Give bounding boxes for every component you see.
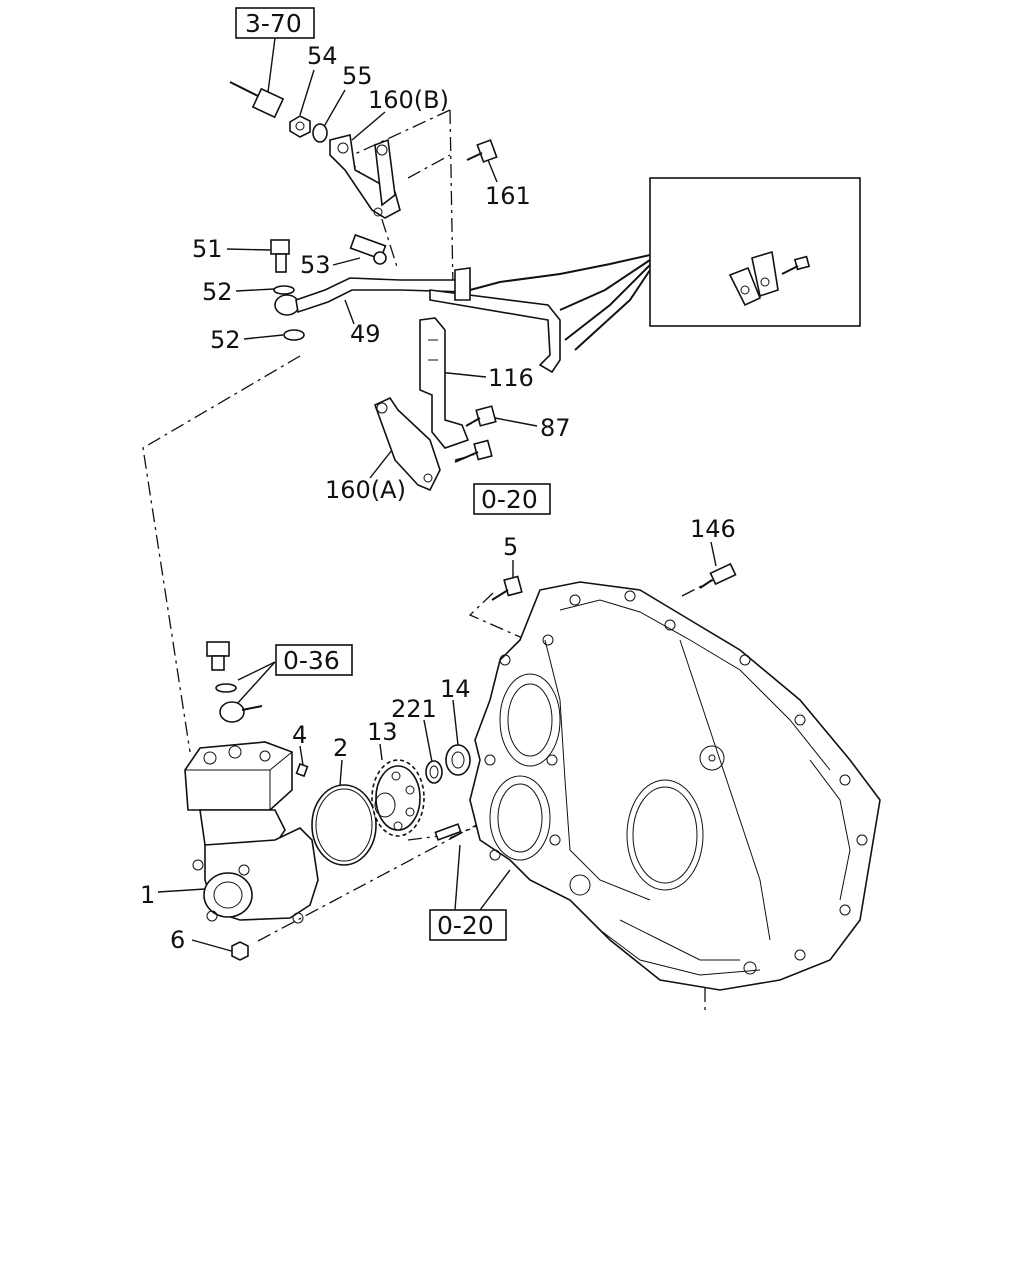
part-label-221: 221 <box>391 695 437 723</box>
bolt-161 <box>466 139 498 163</box>
part-label-52-upper: 52 <box>202 278 233 306</box>
part-label-49: 49 <box>350 320 381 348</box>
washer-55 <box>312 123 328 143</box>
part-label-14: 14 <box>440 675 471 703</box>
part-label-5: 5 <box>503 533 518 561</box>
nut-54 <box>289 115 311 138</box>
part-label-55: 55 <box>342 62 373 90</box>
air-compressor-1 <box>184 741 319 924</box>
nut-6 <box>231 941 249 961</box>
part-label-1: 1 <box>140 881 155 909</box>
washer-221 <box>425 760 443 784</box>
o-ring-2 <box>311 784 377 866</box>
flywheel-housing <box>469 581 881 991</box>
bolt-5 <box>491 575 523 601</box>
part-label-146: 146 <box>690 515 736 543</box>
part-label-116: 116 <box>488 364 534 392</box>
detail-inset <box>649 177 861 327</box>
ref-box-3-70[interactable]: 3-70 <box>235 7 315 39</box>
part-label-6: 6 <box>170 926 185 954</box>
banjo-fitting-0-36 <box>206 641 263 723</box>
bracket-160a <box>373 396 441 492</box>
part-label-54: 54 <box>307 42 338 70</box>
bearing-14 <box>445 744 471 776</box>
washer-52-lower <box>283 329 305 341</box>
part-label-87: 87 <box>540 414 571 442</box>
ref-label: 0-20 <box>481 485 538 514</box>
part-label-13: 13 <box>367 718 398 746</box>
ref-label: 0-36 <box>283 646 340 675</box>
part-label-51: 51 <box>192 235 223 263</box>
part-label-161: 161 <box>485 182 531 210</box>
sensor-146 <box>699 562 737 589</box>
ref-box-0-20-upper[interactable]: 0-20 <box>473 483 551 515</box>
ref-box-0-36[interactable]: 0-36 <box>275 644 353 676</box>
ref-label: 0-20 <box>437 911 494 940</box>
bracket-116 <box>419 317 470 449</box>
bolt-upper-0-20 <box>454 439 493 463</box>
part-label-160b: 160(B) <box>368 86 449 114</box>
ref-label: 3-70 <box>245 9 302 38</box>
detail-callout-lines <box>469 254 651 351</box>
gear-13 <box>371 759 425 837</box>
part-label-52-lower: 52 <box>210 326 241 354</box>
ref-box-0-20-lower[interactable]: 0-20 <box>429 909 507 941</box>
part-label-2: 2 <box>333 734 348 762</box>
part-label-53: 53 <box>300 251 331 279</box>
part-label-160a: 160(A) <box>325 476 406 504</box>
stud-0-20 <box>434 823 462 841</box>
part-label-4: 4 <box>292 721 307 749</box>
pipe-49 <box>274 267 561 374</box>
fitting-3-70 <box>229 81 285 119</box>
bracket-160b <box>329 134 401 219</box>
bolt-87 <box>465 405 497 427</box>
banjo-bolt-51 <box>270 239 290 273</box>
pin-4 <box>295 762 309 778</box>
washer-52-upper <box>273 285 295 295</box>
fitting-53 <box>349 233 387 265</box>
